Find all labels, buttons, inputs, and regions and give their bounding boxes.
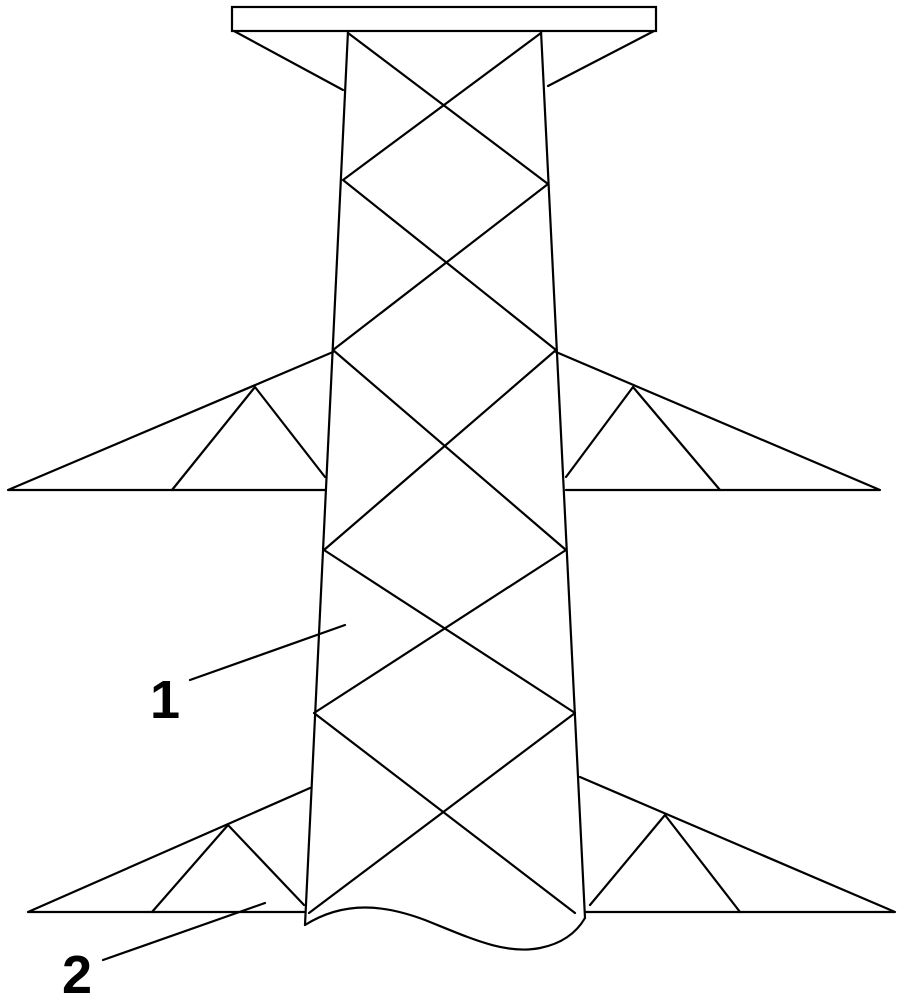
leader-line-2 <box>101 901 267 962</box>
lattice-brace-a <box>312 31 577 915</box>
lattice-brace-b <box>307 31 577 915</box>
label-2: 2 <box>62 945 92 1000</box>
wavy-base-line <box>303 906 587 951</box>
label-1: 1 <box>150 670 180 730</box>
upper-arm-left <box>6 350 335 492</box>
leader-line-1 <box>188 623 347 682</box>
lower-arm-left <box>26 786 312 914</box>
top-bracket-left <box>232 29 345 92</box>
lower-arm-right <box>578 775 897 914</box>
tower-body <box>303 29 587 927</box>
top-cap-plate <box>230 5 658 33</box>
tower-left-leg <box>303 29 350 927</box>
top-bracket-right <box>546 29 656 88</box>
tower-right-leg <box>539 29 587 920</box>
upper-arm-right <box>554 350 882 492</box>
